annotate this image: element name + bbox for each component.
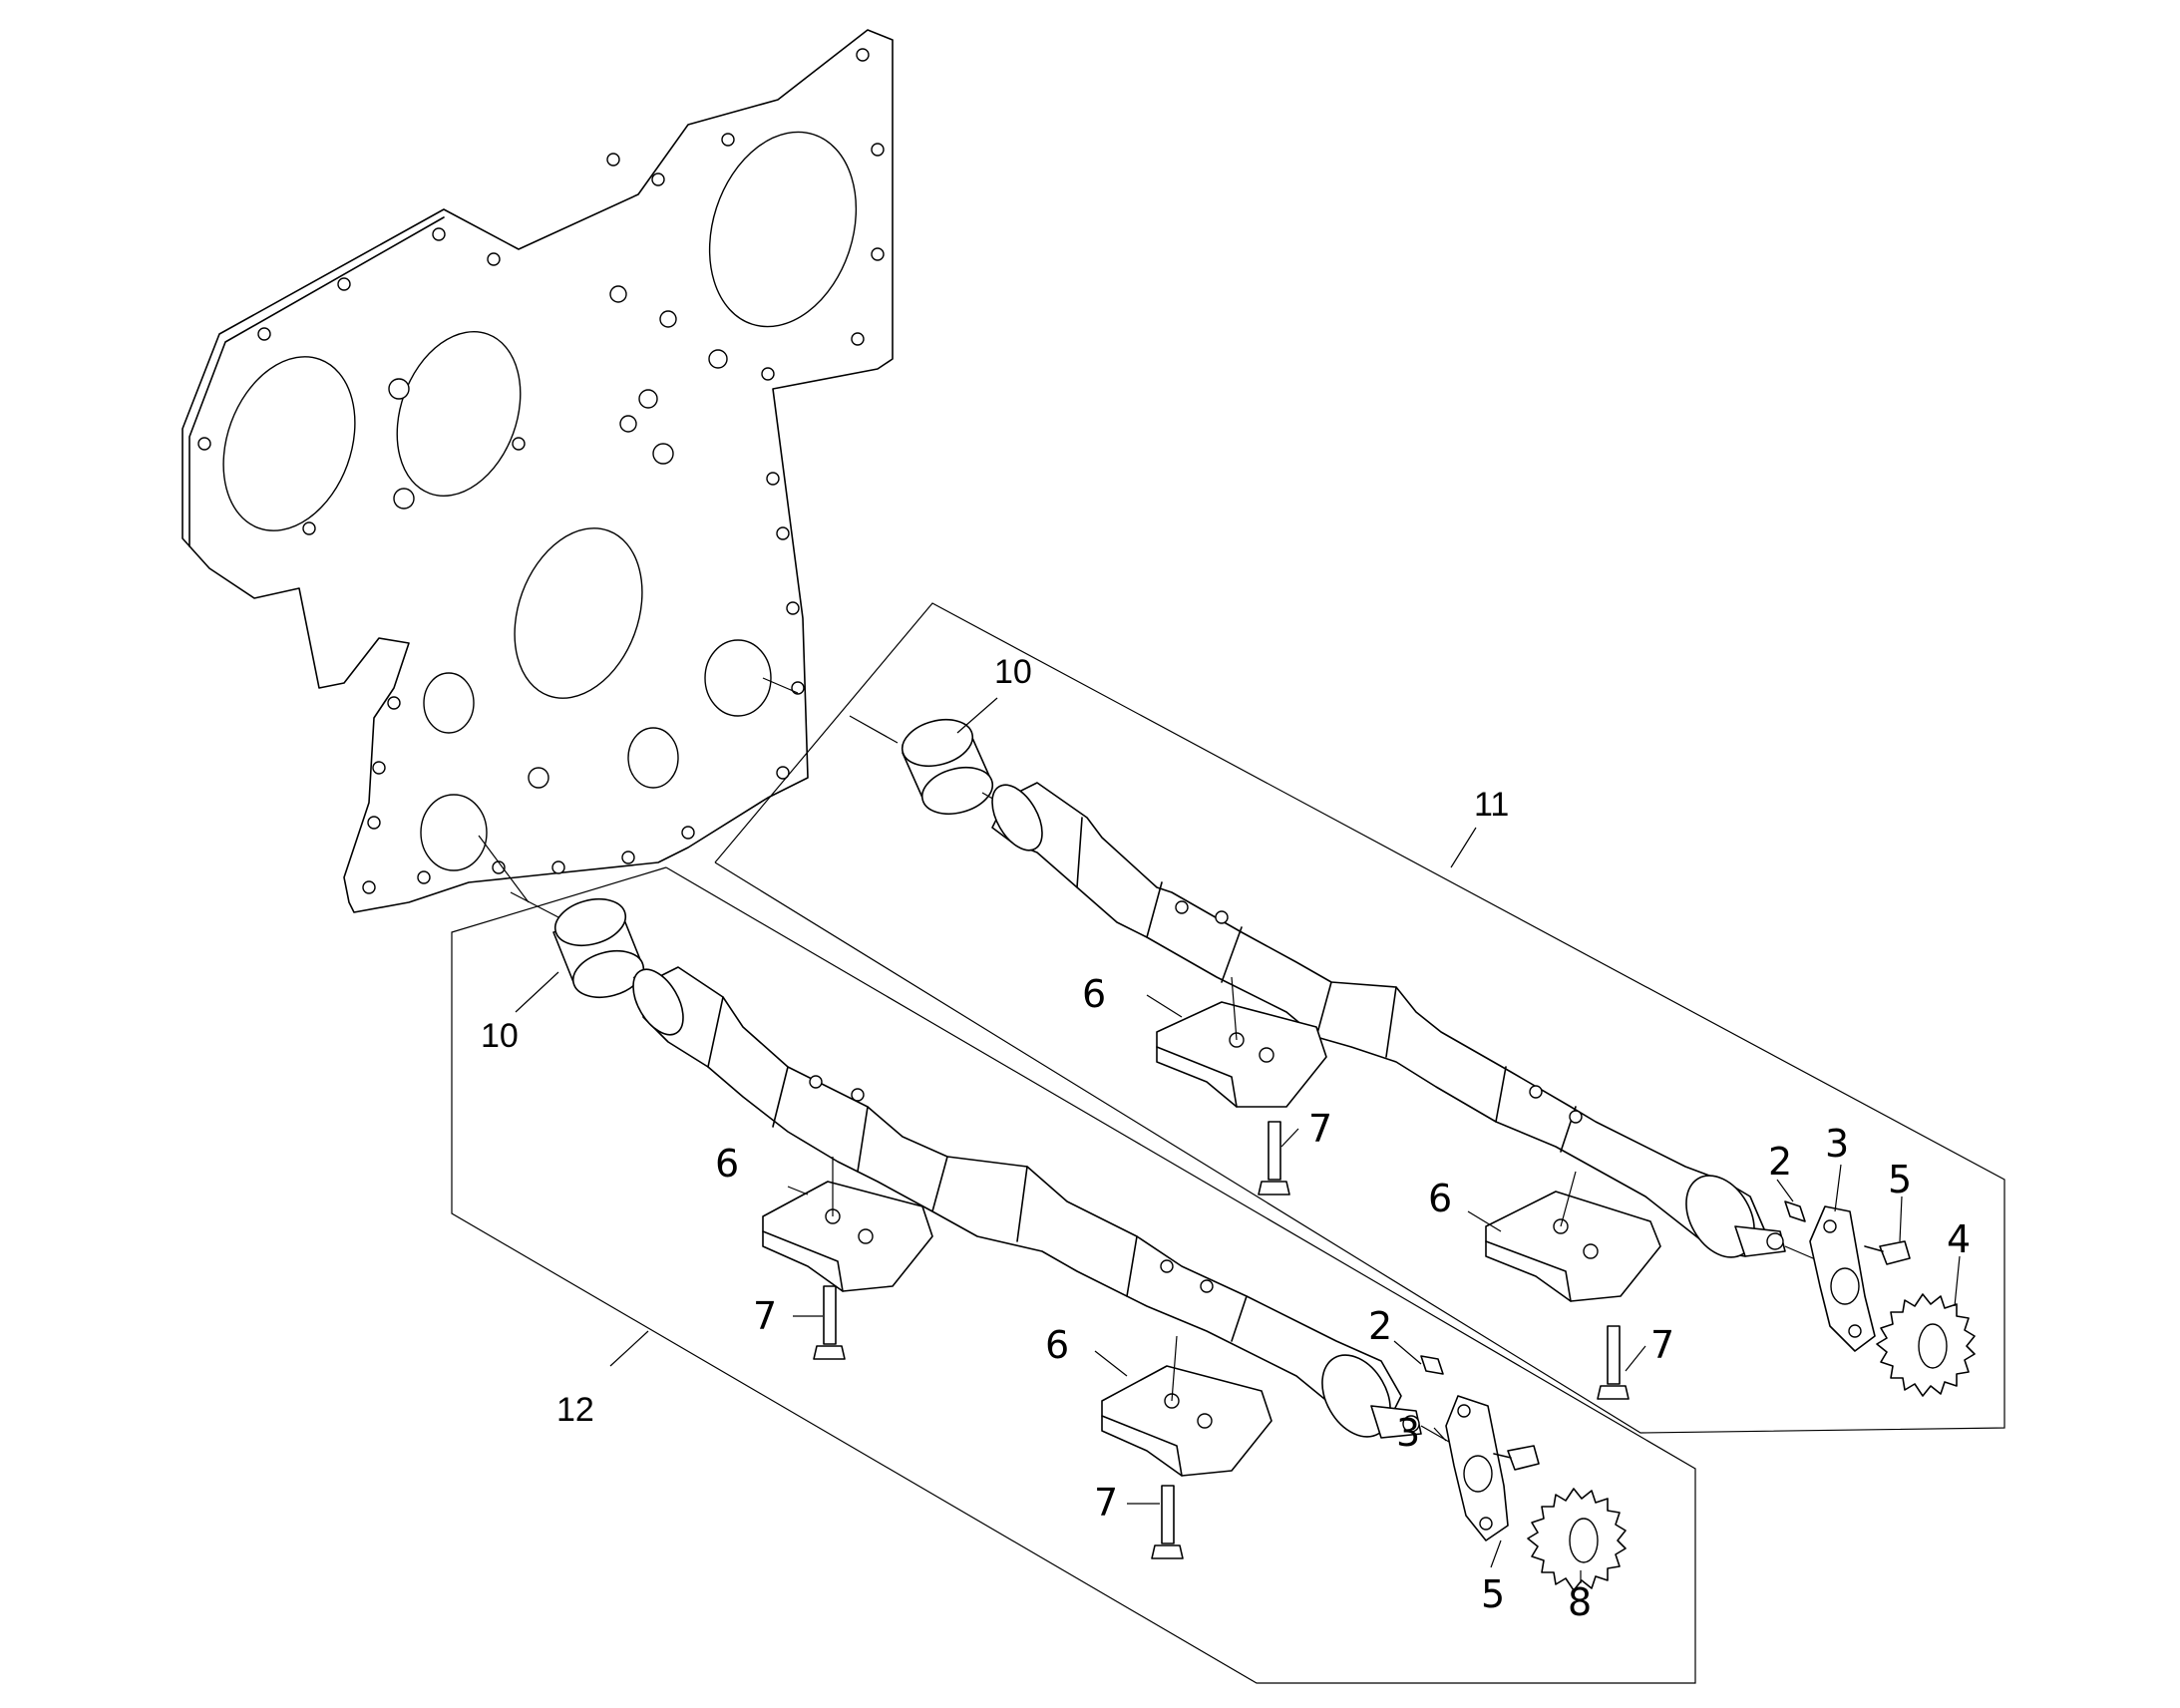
gear-8 [1527,1488,1627,1591]
callout-7-upper-2: 7 [1650,1323,1674,1367]
callout-12: 12 [556,1391,594,1429]
front-plate-gasket [182,29,894,913]
lower-balancer-shaft [510,891,1457,1447]
callout-6-upper-2: 6 [1428,1177,1452,1220]
bolt-5-lower [1493,1445,1540,1471]
callout-2-lower: 2 [1368,1304,1392,1348]
callout-3-upper: 3 [1825,1122,1849,1166]
key-2-upper [1784,1200,1806,1222]
callout-4: 4 [1947,1217,1971,1261]
callout-3-lower: 3 [1396,1411,1420,1455]
callout-6-lower-1: 6 [715,1142,739,1186]
callout-leaders [515,697,1961,1583]
callout-5-lower: 5 [1481,1572,1505,1616]
bearing-cap-lower-1 [762,1157,933,1292]
callout-2-upper: 2 [1768,1140,1792,1184]
bearing-cap-upper-2 [1485,1171,1661,1302]
bushing-upper [901,718,994,816]
callout-6-lower-2: 6 [1045,1323,1069,1367]
callout-10-lower: 10 [481,1017,519,1055]
callout-5-upper: 5 [1888,1158,1912,1201]
callout-7-upper-1: 7 [1308,1107,1332,1151]
callout-labels: 10 11 10 12 6 7 2 3 5 4 6 7 6 7 6 7 2 3 … [481,653,1971,1624]
bolt-7-lower-1 [813,1285,846,1360]
callout-10-upper: 10 [994,653,1032,691]
plate-bolt-holes [197,48,885,894]
callout-11: 11 [1474,786,1509,824]
bearing-cap-upper-1 [1156,976,1327,1108]
bolt-7-lower-2 [1151,1485,1184,1559]
callout-8: 8 [1568,1580,1592,1624]
key-2-lower [1420,1355,1444,1375]
callout-7-lower-2: 7 [1094,1481,1118,1525]
callout-7-lower-1: 7 [753,1294,777,1338]
flange-3-lower [1445,1395,1509,1541]
bolt-7-upper-2 [1597,1325,1630,1400]
bushing-lower [552,897,645,999]
gear-4 [1876,1293,1976,1397]
upper-balancer-shaft [849,715,1821,1262]
bolt-7-upper-1 [1258,1121,1290,1196]
bolt-5-upper [1864,1240,1911,1265]
flange-3-upper [1809,1205,1876,1352]
assembly-frame-12 [451,866,1696,1684]
bearing-cap-lower-2 [1101,1335,1272,1477]
assembly-frame-11 [714,602,2005,1434]
callout-6-upper-1: 6 [1082,972,1106,1016]
